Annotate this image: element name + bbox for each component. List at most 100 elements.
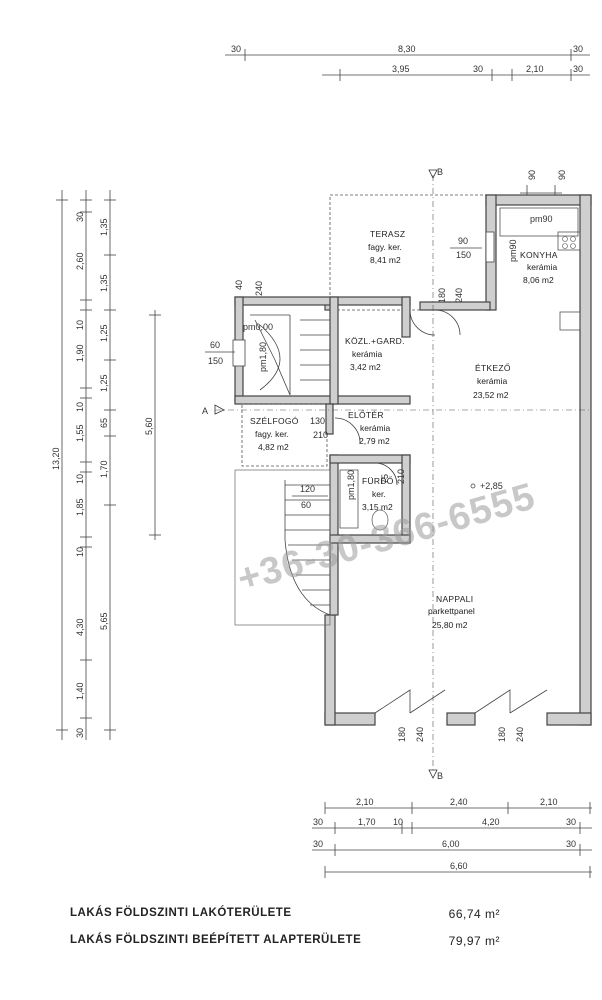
room-konyha-name: KONYHA: [520, 250, 558, 260]
dim-inner-60b: 60: [301, 500, 311, 510]
bottom-dimension-chains: 2,10 2,40 2,10 30 1,70 10 4,20 30 30 6,0…: [312, 797, 592, 878]
dim-inner-75: 75: [380, 474, 390, 484]
dim-left2-2: 1,35: [99, 274, 109, 292]
dim-inner-210: 210: [313, 430, 328, 440]
room-terasz-name: TERASZ: [370, 229, 405, 239]
room-eloter-material: kerámia: [360, 423, 391, 433]
dim-bottom-3-a: 30: [313, 839, 323, 849]
dim-bottom-1-a: 2,10: [356, 797, 374, 807]
dim-top-2-b: 30: [473, 64, 483, 74]
dim-bottom-2-c: 10: [393, 817, 403, 827]
level-pm180c: pm1,80: [346, 470, 356, 500]
level-pm000: pm0,00: [243, 322, 273, 332]
dim-left-4: 1,90: [75, 344, 85, 362]
dim-bottom-3-c: 30: [566, 839, 576, 849]
dim-inner-180c: 180: [397, 727, 407, 742]
dim-inner-40: 40: [234, 280, 244, 290]
dim-top-1-c: 30: [573, 44, 583, 54]
section-a-label: A: [202, 406, 208, 416]
phone-watermark: +36-30-366-6555: [233, 475, 540, 600]
dim-bottom-1-c: 2,10: [540, 797, 558, 807]
room-nappali-name: NAPPALI: [436, 594, 473, 604]
dim-left-5: 10: [75, 402, 85, 412]
dim-bottom-3-b: 6,00: [442, 839, 460, 849]
dim-left2-3: 1,25: [99, 324, 109, 342]
room-konyha-area: 8,06 m2: [523, 275, 554, 285]
top-dimension-chains: 30 8,30 30 3,95 30 2,10 30 90 90: [225, 44, 590, 200]
dim-top-small-b: 90: [557, 170, 567, 180]
dim-left-11: 1,40: [75, 682, 85, 700]
room-szelfogo-name: SZÉLFOGÓ: [250, 416, 299, 426]
dim-left-1: 30: [75, 212, 85, 222]
dim-left-8: 1,85: [75, 498, 85, 516]
room-eloter-area: 2,79 m2: [359, 436, 390, 446]
dim-inner-120: 120: [300, 484, 315, 494]
dim-left-7: 10: [75, 474, 85, 484]
dim-inner-60: 60: [210, 340, 220, 350]
dim-bottom-total: 6,60: [450, 861, 468, 871]
room-nappali-area: 25,80 m2: [432, 620, 468, 630]
room-furdo-material: ker.: [372, 489, 386, 499]
room-kozl-name: KÖZL.+GARD.: [345, 336, 405, 346]
level-p285: +2,85: [480, 481, 503, 491]
dim-bottom-2-d: 4,20: [482, 817, 500, 827]
dim-bottom-2-e: 30: [566, 817, 576, 827]
summary-row-living-area: LAKÁS FÖLDSZINTI LAKÓTERÜLETE 66,74 m²: [70, 907, 540, 923]
dim-left2-1: 1,35: [99, 218, 109, 236]
section-b-top-label: B: [437, 167, 443, 177]
level-pm180a: pm1,80: [258, 342, 268, 372]
room-kozl-material: kerámia: [352, 349, 383, 359]
dim-bottom-2-b: 1,70: [358, 817, 376, 827]
dim-top-small-a: 90: [527, 170, 537, 180]
dim-inner-240: 240: [254, 281, 264, 296]
room-terasz-material: fagy. ker.: [368, 242, 402, 252]
dim-bottom-2-a: 30: [313, 817, 323, 827]
dim-inner-150: 150: [456, 250, 471, 260]
room-etkezo-material: kerámia: [477, 376, 508, 386]
dim-left-total: 13,20: [51, 447, 61, 470]
dim-left2-7: 5,65: [99, 612, 109, 630]
room-furdo-area: 3,15 m2: [362, 502, 393, 512]
dim-top-1-b: 8,30: [398, 44, 416, 54]
section-b-bottom-label: B: [437, 771, 443, 781]
level-pm90b: pm90: [508, 239, 518, 262]
room-furdo-name: FÜRDŐ: [362, 476, 394, 486]
dim-bottom-1-b: 2,40: [450, 797, 468, 807]
dim-left2-6: 1,70: [99, 460, 109, 478]
left-dimension-chains: 13,20 5,60 30 2,60 10 1,90 10 1,55 10 1,…: [51, 190, 161, 740]
summary-value: 79,97 m²: [448, 934, 500, 948]
dim-inner-130: 130: [310, 416, 325, 426]
dim-left2-4: 1,25: [99, 374, 109, 392]
dim-left-3: 10: [75, 320, 85, 330]
room-labels: TERASZ fagy. ker. 8,41 m2 KONYHA kerámia…: [250, 229, 558, 630]
dim-inner-240d: 240: [515, 727, 525, 742]
dim-inner-210b: 210: [396, 469, 406, 484]
level-pm90: pm90: [530, 214, 553, 224]
dim-inner-150b: 150: [208, 356, 223, 366]
room-etkezo-name: ÉTKEZŐ: [475, 363, 511, 373]
dim-left-2: 2,60: [75, 252, 85, 270]
dim-top-2-a: 3,95: [392, 64, 410, 74]
dim-top-2-d: 30: [573, 64, 583, 74]
dim-left-12: 30: [75, 728, 85, 738]
dim-top-1-a: 30: [231, 44, 241, 54]
summary-value: 66,74 m²: [448, 907, 500, 921]
dim-inner-90: 90: [458, 236, 468, 246]
room-szelfogo-material: fagy. ker.: [255, 429, 289, 439]
building-walls: [214, 169, 592, 779]
room-terasz-area: 8,41 m2: [370, 255, 401, 265]
room-kozl-area: 3,42 m2: [350, 362, 381, 372]
dim-left-6: 1,55: [75, 424, 85, 442]
dim-left-mid: 5,60: [144, 417, 154, 435]
dim-inner-240b: 240: [454, 288, 464, 303]
room-szelfogo-area: 4,82 m2: [258, 442, 289, 452]
dim-inner-240c: 240: [415, 727, 425, 742]
dim-left-9: 10: [75, 547, 85, 557]
internal-dimensions: 40 240 180 240 90 150 60 150 130 210 75 …: [205, 236, 525, 742]
dim-left2-5: 65: [99, 418, 109, 428]
dim-top-2-c: 2,10: [526, 64, 544, 74]
dim-inner-180d: 180: [497, 727, 507, 742]
level-marks: pm0,00 pm1,80 pm1,80 pm90 pm90 +2,85: [243, 214, 553, 500]
room-etkezo-area: 23,52 m2: [473, 390, 509, 400]
